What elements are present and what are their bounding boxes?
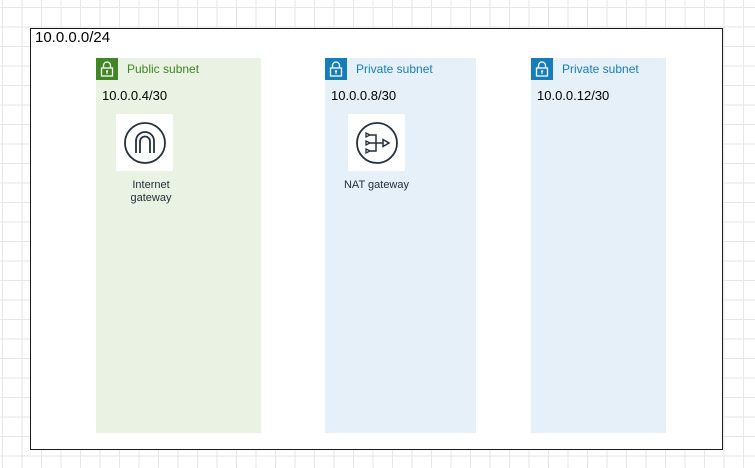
subnet-title: Private subnet [356, 62, 433, 76]
subnet-cidr: 10.0.0.8/30 [331, 88, 397, 103]
public-subnet[interactable]: Public subnet 10.0.0.4/30 Internet gatew… [96, 58, 261, 433]
subnet-title: Private subnet [562, 62, 639, 76]
subnet-cidr: 10.0.0.4/30 [102, 88, 168, 103]
nat-gateway-icon[interactable] [348, 114, 405, 171]
nat-gateway-label: NAT gateway [343, 179, 409, 191]
label-line: gateway [130, 192, 172, 204]
lock-icon [531, 58, 553, 80]
label-line: Internet [132, 179, 170, 191]
lock-icon [325, 58, 347, 80]
private-subnet-1[interactable]: Private subnet 10.0.0.8/30 NAT gateway [325, 58, 476, 433]
vpc-container[interactable]: 10.0.0.0/24 Public subnet 10.0.0.4/30 In… [30, 28, 723, 450]
private-subnet-2[interactable]: Private subnet 10.0.0.12/30 [531, 58, 666, 433]
internet-gateway-icon[interactable] [116, 114, 173, 171]
subnet-title: Public subnet [127, 62, 200, 76]
internet-gateway-label: Internet gateway [96, 179, 206, 205]
lock-icon [96, 58, 118, 80]
vpc-cidr-label: 10.0.0.0/24 [35, 29, 111, 46]
subnet-cidr: 10.0.0.12/30 [537, 88, 610, 103]
